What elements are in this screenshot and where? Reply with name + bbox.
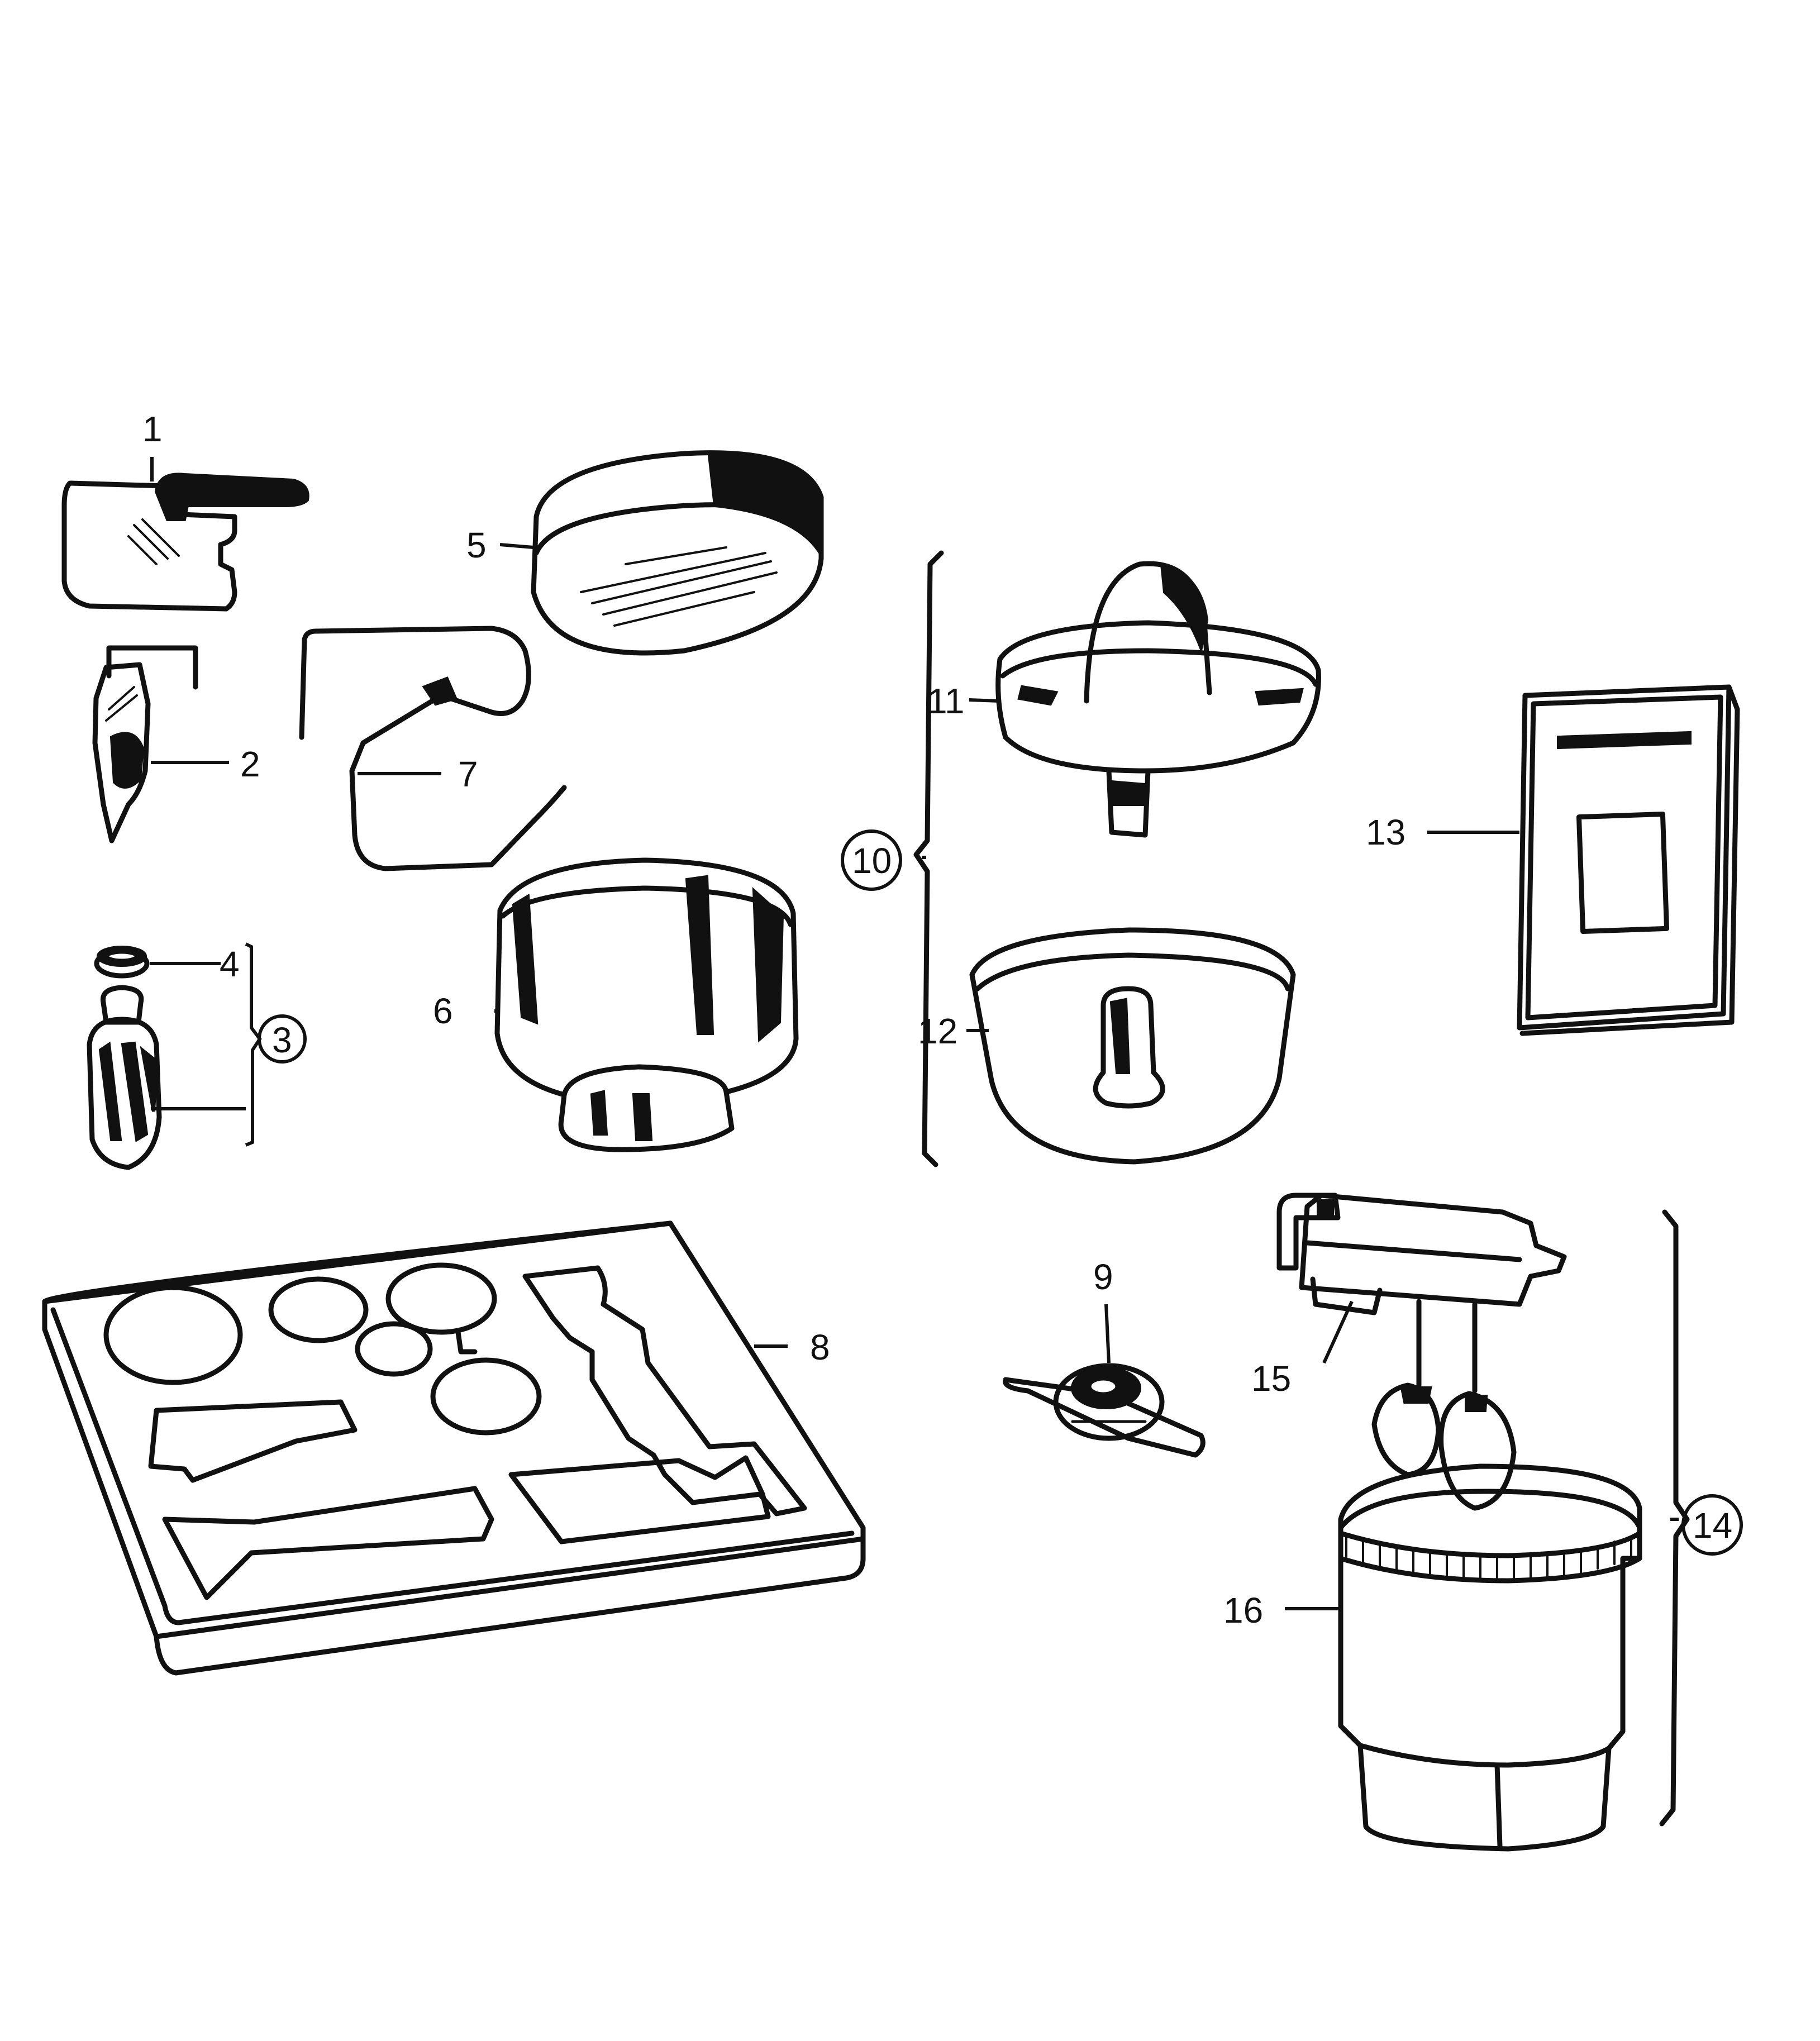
- part-9-egg-separator: [1003, 1363, 1206, 1458]
- label-1: 1: [142, 409, 163, 449]
- part-8-storage-tray: [42, 1220, 866, 1676]
- label-9: 9: [1093, 1257, 1113, 1297]
- bracket-10: [913, 550, 944, 1167]
- part-2-hook-tool: [92, 645, 198, 843]
- circle-10: [841, 829, 902, 891]
- circle-14: [1681, 1494, 1743, 1556]
- part-1-scraper: [61, 473, 309, 612]
- label-5: 5: [466, 525, 487, 565]
- part-15-mixer-head: [1276, 1193, 1567, 1511]
- label-7: 7: [458, 754, 478, 794]
- label-2: 2: [240, 744, 260, 784]
- label-12: 12: [918, 1011, 957, 1051]
- label-8: 8: [810, 1327, 830, 1367]
- label-16: 16: [1223, 1590, 1263, 1630]
- circle-3: [258, 1014, 307, 1064]
- label-14: 14: [1693, 1505, 1732, 1546]
- part-11-citrus-cone: [995, 561, 1321, 838]
- label-4: 4: [220, 944, 240, 984]
- part-5-sieve-disc: [531, 450, 824, 656]
- leader-lines: [150, 457, 1679, 1610]
- label-3: 3: [272, 1020, 292, 1060]
- part-16-mixing-beaker: [1338, 1463, 1642, 1852]
- label-13: 13: [1366, 812, 1406, 852]
- part-6-insert-bowl: [494, 857, 799, 1152]
- label-6: 6: [433, 991, 453, 1031]
- part-12-juice-bowl: [969, 927, 1296, 1165]
- label-15: 15: [1251, 1358, 1291, 1399]
- bracket-14: [1659, 1209, 1690, 1827]
- label-11: 11: [927, 681, 964, 721]
- part-13-instruction-booklet: [1517, 684, 1740, 1036]
- label-10: 10: [852, 841, 892, 881]
- part-3-knob: [87, 985, 162, 1170]
- bracket-3: [245, 942, 262, 1147]
- part-4-ring: [94, 946, 150, 979]
- part-7-dough-hook: [299, 626, 567, 871]
